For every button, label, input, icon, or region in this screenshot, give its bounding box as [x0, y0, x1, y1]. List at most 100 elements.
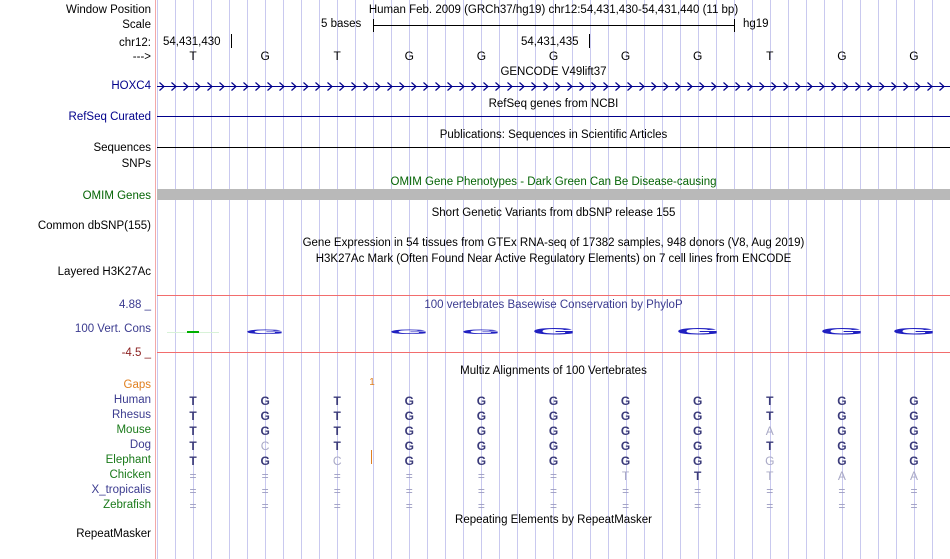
- alignment-cell: G: [620, 439, 631, 453]
- gene-direction-arrow-icon: [255, 82, 261, 91]
- gridline: [445, 0, 446, 559]
- gridline: [265, 0, 266, 559]
- label-refseq-curated[interactable]: RefSeq Curated: [68, 111, 151, 123]
- gene-direction-arrow-icon: [159, 82, 165, 91]
- gap-count-label: 1: [369, 377, 375, 388]
- base-letter: G: [404, 49, 414, 63]
- alignment-cell: T: [621, 469, 630, 483]
- label-repeatmasker[interactable]: RepeatMasker: [76, 528, 151, 540]
- gene-direction-arrow-icon: [711, 82, 717, 91]
- gene-direction-arrow-icon: [447, 82, 453, 91]
- gridline: [734, 0, 735, 559]
- alignment-cell: =: [405, 484, 413, 498]
- label-gaps[interactable]: Gaps: [123, 379, 152, 391]
- base-letter: G: [837, 49, 847, 63]
- gridline: [499, 0, 500, 559]
- scale-db-label: hg19: [743, 18, 769, 30]
- gene-direction-arrow-icon: [207, 82, 213, 91]
- gene-direction-arrow-icon: [531, 82, 537, 91]
- gene-direction-arrow-icon: [387, 82, 393, 91]
- alignment-cell: G: [693, 394, 703, 408]
- gene-direction-arrow-icon: [375, 82, 381, 91]
- alignment-cell: =: [189, 484, 197, 498]
- label-snps[interactable]: SNPs: [121, 158, 151, 170]
- gene-direction-arrow-icon: [267, 82, 273, 91]
- gene-direction-arrow-icon: [675, 82, 681, 91]
- alignment-cell: G: [260, 394, 270, 408]
- gridline: [716, 0, 717, 559]
- alignment-cell: =: [549, 469, 557, 483]
- alignment-cell: G: [620, 454, 631, 468]
- label-conservation-max: 4.88 _: [119, 299, 151, 311]
- gene-direction-arrow-icon: [699, 82, 705, 91]
- species-label-rhesus[interactable]: Rhesus: [112, 409, 151, 421]
- gene-direction-arrow-icon: [483, 82, 489, 91]
- gridline: [572, 0, 573, 559]
- label-conservation-min: -4.5 _: [121, 347, 151, 359]
- label-omim-genes[interactable]: OMIM Genes: [82, 190, 151, 202]
- gene-direction-arrow-icon: [723, 82, 729, 91]
- alignment-cell: =: [261, 484, 269, 498]
- species-label-x_tropicalis[interactable]: X_tropicalis: [91, 484, 151, 496]
- conservation-base-glyph: G: [891, 326, 937, 337]
- alignment-cell: =: [549, 484, 557, 498]
- alignment-cell: =: [261, 499, 269, 513]
- alignment-cell: =: [333, 484, 341, 498]
- gene-direction-arrow-icon: [939, 82, 945, 91]
- alignment-cell: G: [837, 409, 847, 423]
- gridline: [193, 0, 194, 559]
- base-letter: G: [693, 49, 703, 63]
- species-label-chicken[interactable]: Chicken: [109, 469, 151, 481]
- label-chrom[interactable]: chr12:: [119, 37, 151, 49]
- species-label-human[interactable]: Human: [113, 394, 151, 406]
- alignment-cell: G: [476, 439, 487, 453]
- label-scale[interactable]: Scale: [122, 19, 151, 31]
- species-label-dog[interactable]: Dog: [129, 439, 151, 451]
- base-letter: T: [333, 49, 341, 63]
- label-100-vert-cons[interactable]: 100 Vert. Cons: [74, 323, 151, 335]
- alignment-cell: G: [404, 424, 414, 438]
- track-data-area: Human Feb. 2009 (GRCh37/hg19) chr12:54,4…: [157, 0, 950, 559]
- label-common-dbsnp[interactable]: Common dbSNP(155): [37, 220, 151, 232]
- hoxc4-gene-arrows[interactable]: [157, 81, 950, 92]
- label-hoxc4[interactable]: HOXC4: [111, 80, 151, 92]
- label-sequences[interactable]: Sequences: [93, 142, 151, 154]
- omim-genes-bar[interactable]: [157, 189, 950, 200]
- label-window-position[interactable]: Window Position: [65, 4, 151, 16]
- alignment-cell: T: [189, 454, 197, 468]
- coord-left-tick: [231, 34, 232, 48]
- gene-direction-arrow-icon: [543, 82, 549, 91]
- gridline: [806, 0, 807, 559]
- alignment-cell: =: [405, 499, 413, 513]
- gridline: [698, 0, 699, 559]
- gene-direction-arrow-icon: [399, 82, 405, 91]
- alignment-cell: T: [766, 439, 774, 453]
- refseq-curated-line[interactable]: [157, 116, 950, 117]
- label-layered-h3k27ac[interactable]: Layered H3K27Ac: [57, 266, 151, 278]
- gene-direction-arrow-icon: [891, 82, 897, 91]
- alignment-cell: =: [189, 499, 197, 513]
- gridline: [319, 0, 320, 559]
- species-label-mouse[interactable]: Mouse: [116, 424, 151, 436]
- gene-direction-arrow-icon: [843, 82, 849, 91]
- alignment-cell: T: [189, 439, 197, 453]
- gridline: [247, 0, 248, 559]
- alignment-cell: G: [620, 424, 631, 438]
- multiz-track-label: Multiz Alignments of 100 Vertebrates: [460, 365, 647, 377]
- coord-mid: 54,431,435: [521, 36, 579, 48]
- alignment-cell: =: [549, 499, 557, 513]
- species-label-zebrafish[interactable]: Zebrafish: [103, 499, 151, 511]
- alignment-cell: =: [766, 484, 774, 498]
- alignment-cell: G: [260, 424, 270, 438]
- h3k27ac-track-label: H3K27Ac Mark (Often Found Near Active Re…: [315, 253, 792, 265]
- sequences-line[interactable]: [157, 147, 950, 148]
- gtex-track-label: Gene Expression in 54 tissues from GTEx …: [302, 237, 805, 249]
- coord-left: 54,431,430: [163, 36, 221, 48]
- alignment-cell: T: [694, 469, 702, 483]
- gene-direction-arrow-icon: [579, 82, 585, 91]
- alignment-cell: =: [477, 469, 485, 483]
- omim-track-label: OMIM Gene Phenotypes - Dark Green Can Be…: [390, 176, 717, 188]
- gridline: [914, 0, 915, 559]
- species-label-elephant[interactable]: Elephant: [105, 454, 151, 466]
- alignment-cell: G: [260, 454, 270, 468]
